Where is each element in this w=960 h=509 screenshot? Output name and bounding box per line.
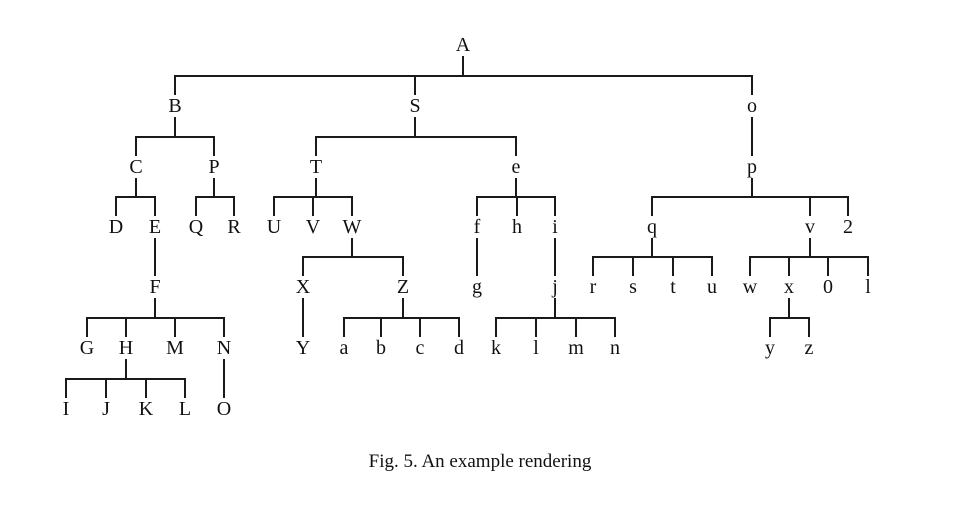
tree-node-label: V [306,216,321,238]
tree-node-label: D [109,216,123,238]
figure-caption: Fig. 5. An example rendering [368,451,592,472]
tree-node-label: l [865,276,871,298]
tree-node-label: M [166,337,184,359]
tree-node-label: C [129,156,142,178]
tree-node-label: z [805,337,814,359]
tree-node-label: R [227,216,241,238]
tree-node-label: m [568,337,584,359]
tree-node-label: l [533,337,539,359]
tree-node-label: B [168,95,181,117]
tree-node-label: Y [296,337,310,359]
tree-node-label: s [629,276,637,298]
tree-node-label: b [376,337,386,359]
tree-node-label: H [119,337,133,359]
tree-node-label: d [454,337,464,359]
tree-node-label: f [474,216,481,238]
tree-node-label: y [765,337,775,359]
tree-node-label: u [707,276,717,298]
tree-node-label: X [296,276,311,298]
tree-node-label: W [343,216,362,238]
tree-node-label: c [416,337,425,359]
tree-node-label: K [139,398,154,420]
tree-node-label: Q [189,216,204,238]
tree-node-label: S [409,95,420,117]
tree-node-label: k [491,337,501,359]
tree-node-label: I [63,398,70,420]
tree-node-label: N [217,337,231,359]
tree-node-label: a [340,337,349,359]
tree-node-label: T [310,156,322,178]
tree-node-label: n [610,337,620,359]
tree-node-label: t [670,276,676,298]
tree-node-label: U [267,216,282,238]
tree-node-label: O [217,398,231,420]
tree-node-label: F [149,276,160,298]
tree-node-label: J [102,398,110,420]
tree-node-label: P [208,156,219,178]
tree-node-label: Z [397,276,409,298]
tree-node-label: E [149,216,161,238]
tree-node-label: o [747,95,757,117]
tree-node-label: g [472,276,482,298]
tree-node-label: q [647,216,657,238]
tree-node-label: w [743,276,758,298]
tree-node-label: i [552,216,558,238]
tree-edges [65,56,869,398]
tree-node-label: r [590,276,597,298]
tree-node-label: e [512,156,521,178]
tree-node-label: x [784,276,794,298]
tree-node-label: p [747,156,757,178]
tree-node-label: 2 [843,216,853,238]
tree-node-label: G [80,337,94,359]
tree-node-label: L [179,398,191,420]
tree-node-label: A [456,34,471,56]
tree-node-label: v [805,216,815,238]
tree-node-label: h [512,216,522,238]
tree-node-label: j [551,276,558,298]
tree-node-label: 0 [823,276,833,298]
